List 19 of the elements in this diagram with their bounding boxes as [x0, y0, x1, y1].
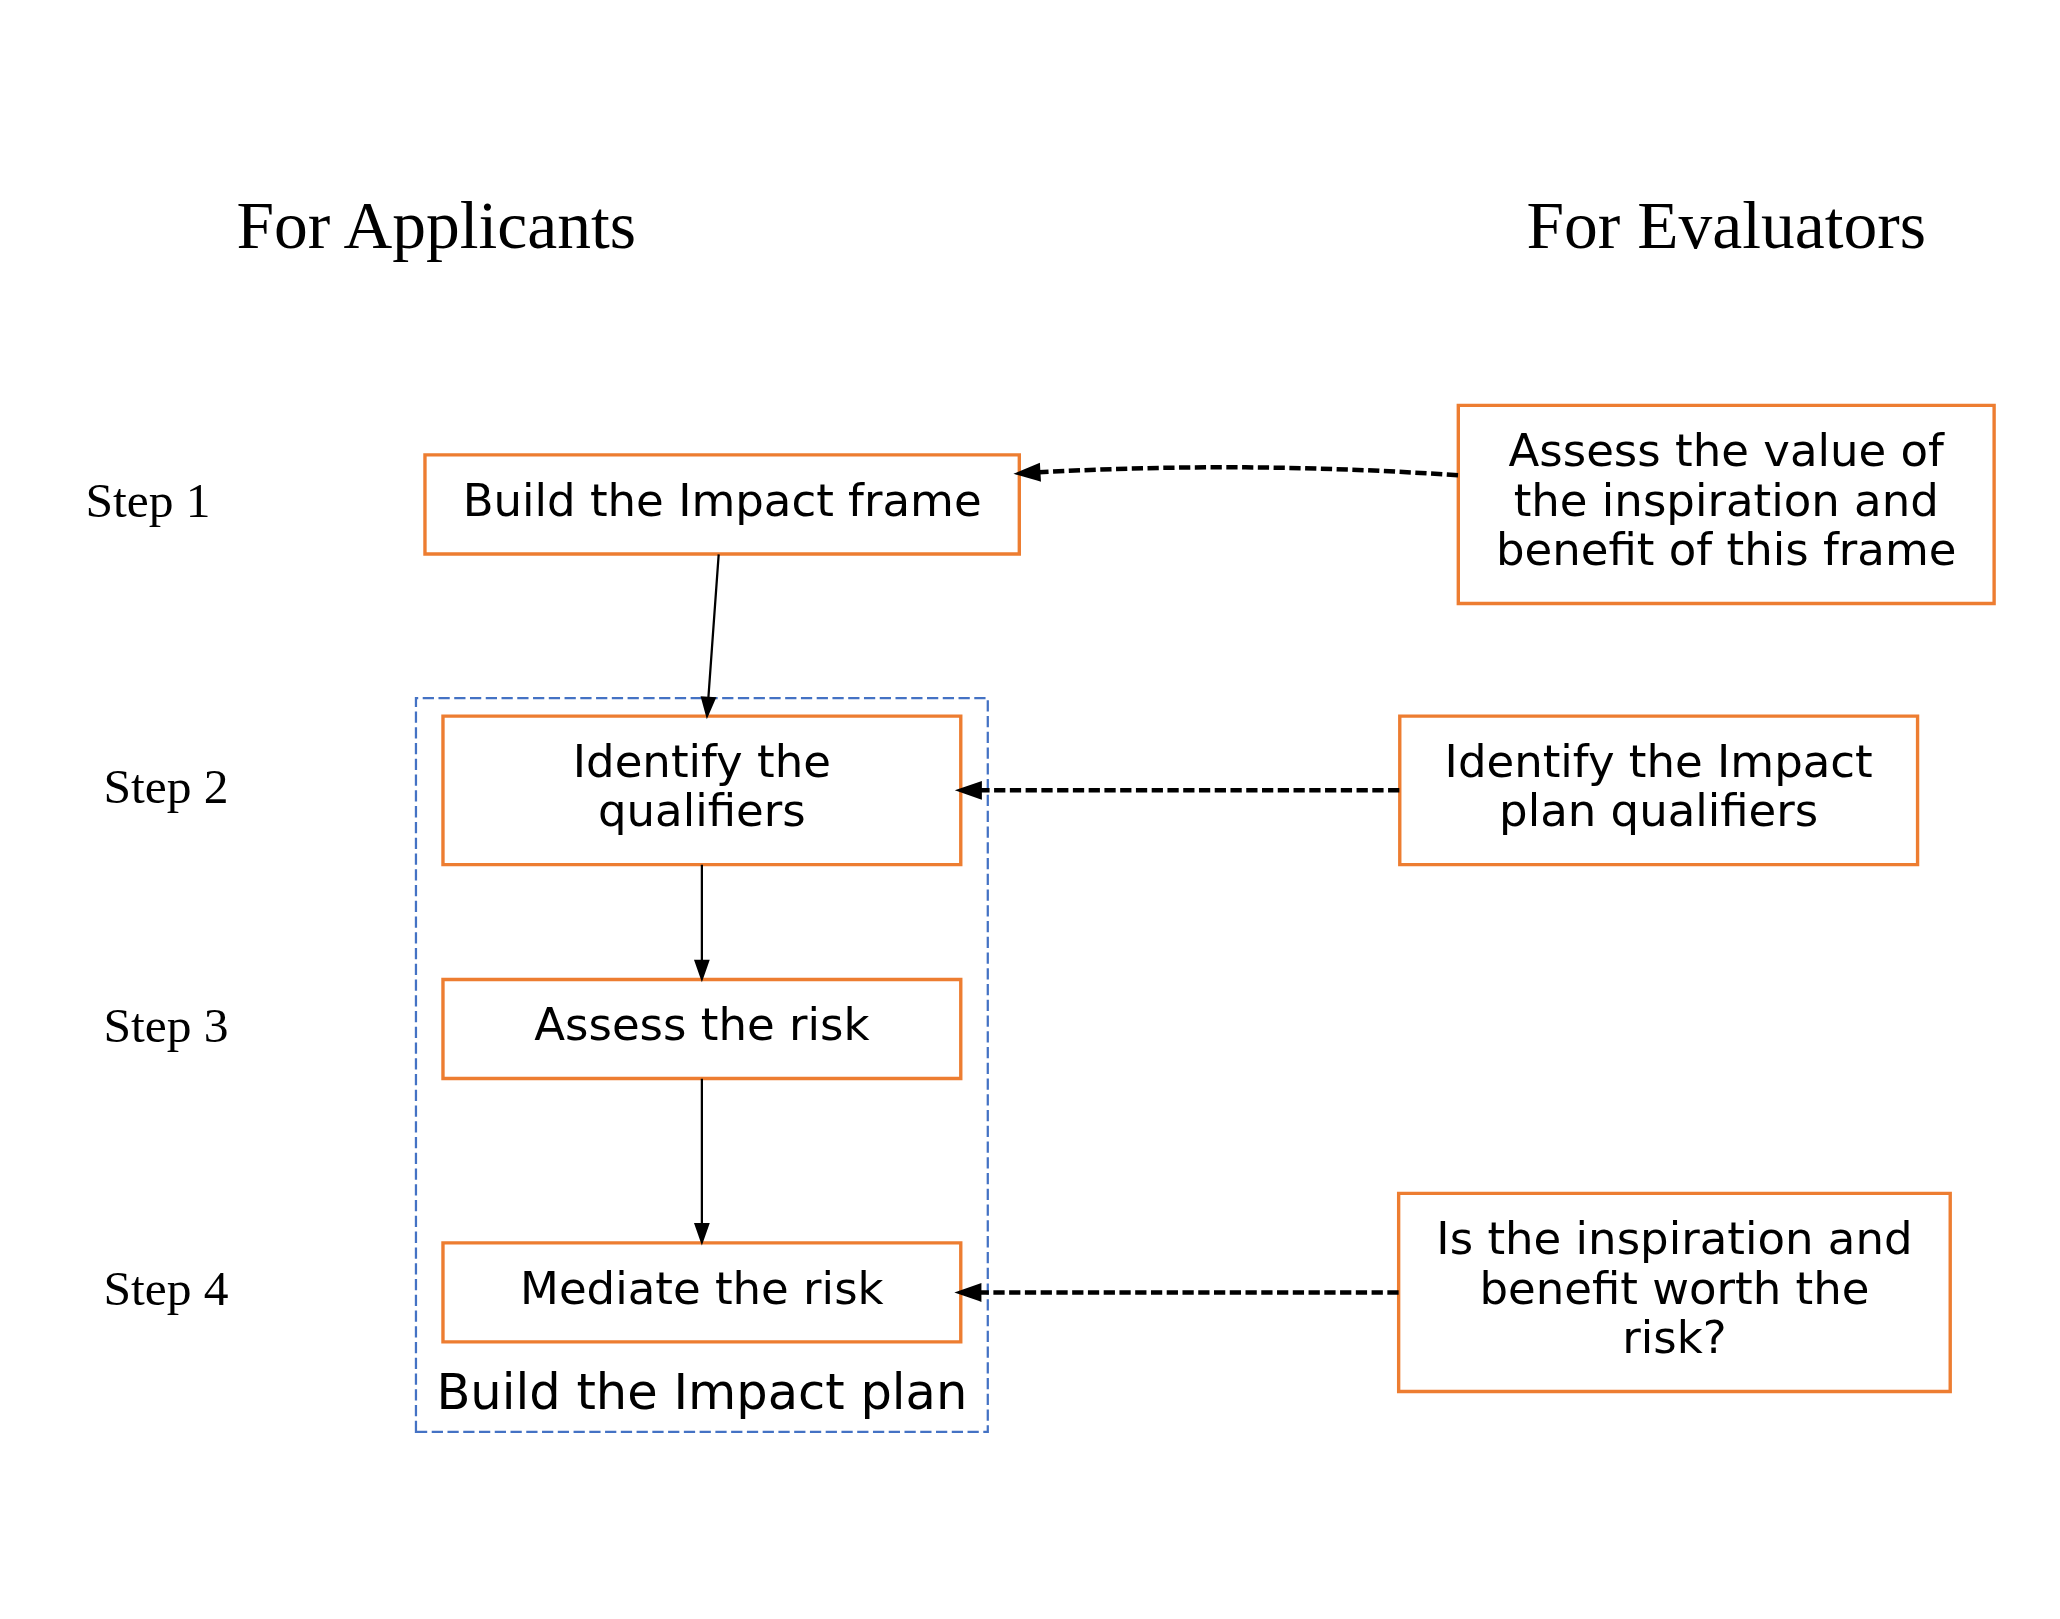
node-box: Assess the risk: [441, 977, 963, 1081]
arrow: [954, 1282, 1399, 1302]
arrow: [694, 1078, 710, 1246]
label: For Applicants: [236, 187, 636, 263]
label: Step 1: [85, 473, 211, 529]
node-box: Identify the qualifiers: [441, 714, 963, 867]
arrow: [700, 554, 720, 720]
node-box: Is the inspiration and benefit worth the risk?: [1396, 1191, 1952, 1394]
label: Step 4: [103, 1261, 229, 1317]
arrow: [1013, 462, 1459, 482]
label: Step 2: [103, 758, 229, 814]
label: For Evaluators: [1526, 187, 1926, 263]
node-box: Build the Impact frame: [423, 453, 1021, 556]
arrow: [694, 864, 710, 983]
node-box: Assess the value of the inspiration and benefit of this frame: [1456, 403, 1996, 606]
node-box: Identify the Impact plan qualifiers: [1398, 714, 1920, 867]
label: Step 3: [103, 997, 229, 1053]
node-box: Mediate the risk: [441, 1241, 963, 1344]
arrow: [954, 780, 1400, 800]
